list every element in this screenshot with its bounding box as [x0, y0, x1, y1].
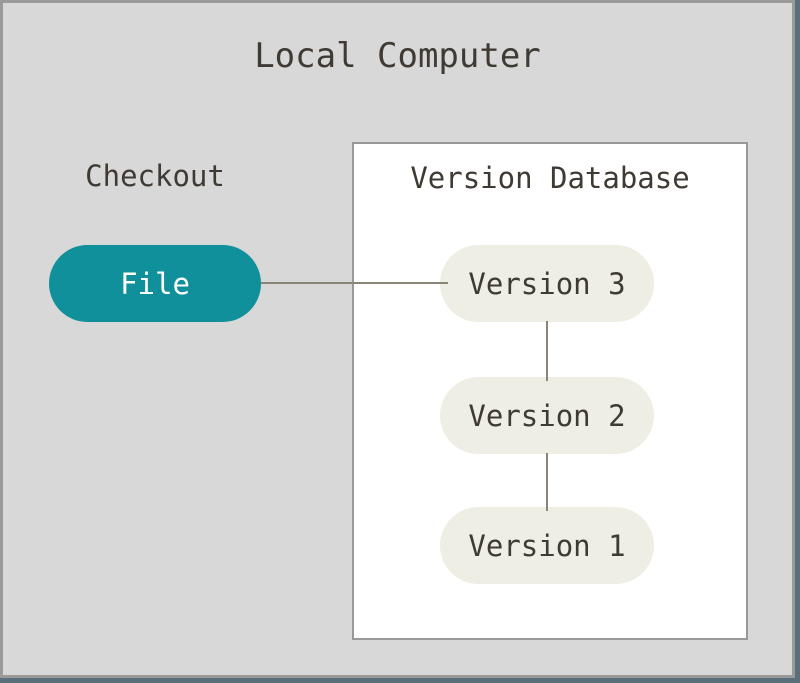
connector-version3-to-version2 [546, 321, 548, 381]
version-database-title: Version Database [410, 161, 690, 195]
version-1-node: Version 1 [440, 507, 654, 584]
connector-version2-to-version1 [546, 453, 548, 511]
connector-file-to-version3 [258, 282, 448, 284]
checkout-label: Checkout [85, 159, 225, 193]
version-database-panel: Version Database Version 3 Version 2 Ver… [352, 142, 748, 640]
version-3-node: Version 3 [440, 245, 654, 322]
file-node: File [49, 245, 261, 322]
version-2-node: Version 2 [440, 377, 654, 454]
diagram-title: Local Computer [254, 36, 541, 76]
file-node-label: File [120, 266, 190, 301]
version-1-label: Version 1 [468, 528, 626, 563]
version-2-label: Version 2 [468, 398, 626, 433]
version-3-label: Version 3 [468, 266, 626, 301]
